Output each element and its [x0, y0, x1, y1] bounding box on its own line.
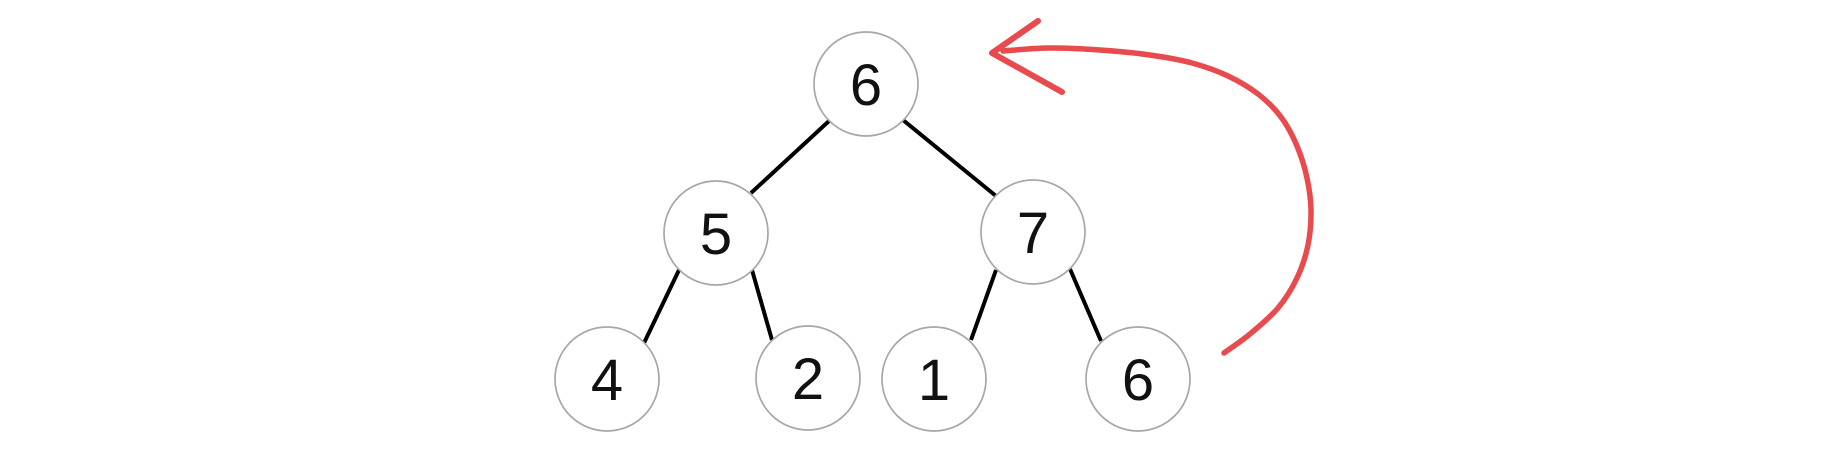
- tree-node-circle: [663, 180, 769, 286]
- tree-node-value: 4: [591, 348, 623, 413]
- tree-node-value: 6: [1122, 348, 1154, 413]
- tree-node-value: 7: [1017, 201, 1049, 266]
- tree-edge-right-right-right: [1068, 268, 1103, 342]
- tree-node-right-right: 6: [1085, 326, 1191, 432]
- tree-node-circle: [1085, 326, 1191, 432]
- tree-node-circle: [881, 326, 987, 432]
- tree-node-value: 2: [792, 347, 824, 412]
- tree-node-left-left: 4: [554, 326, 660, 432]
- tree-edge-root-right: [901, 118, 998, 198]
- tree-node-circle: [554, 326, 660, 432]
- tree-node-value: 5: [700, 202, 732, 267]
- tree-node-left: 5: [663, 180, 769, 286]
- tree-node-right: 7: [980, 179, 1086, 285]
- tree-edge-left-left-left: [642, 269, 681, 344]
- tree-node-root: 6: [813, 31, 919, 137]
- tree-edge-root-left: [749, 119, 831, 195]
- annotation-arrow-head: [989, 18, 1065, 95]
- tree-node-left-right: 2: [755, 325, 861, 431]
- tree-node-value: 6: [850, 53, 882, 118]
- tree-edge-right-right-left: [969, 269, 998, 341]
- tree-edge-left-left-right: [750, 269, 774, 341]
- annotation-arrow-shaft: [1000, 45, 1314, 356]
- tree-node-circle: [755, 325, 861, 431]
- tree-node-circle: [980, 179, 1086, 285]
- tree-node-right-left: 1: [881, 326, 987, 432]
- tree-node-value: 1: [918, 348, 950, 413]
- tree-node-circle: [813, 31, 919, 137]
